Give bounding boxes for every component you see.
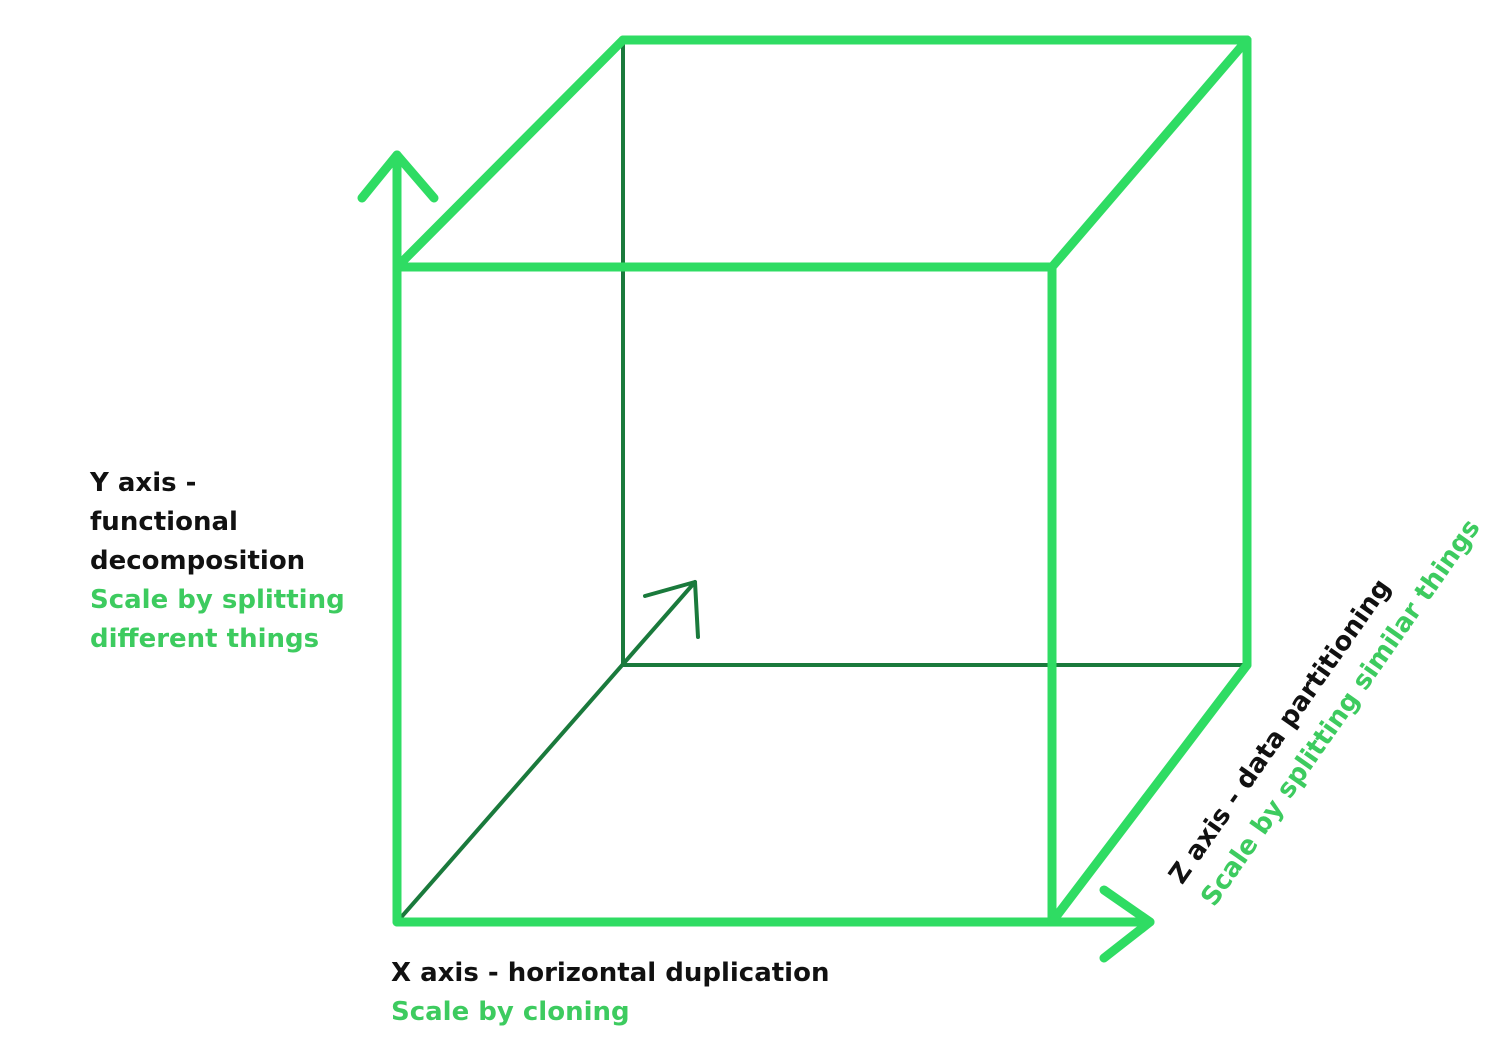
top-left-diagonal xyxy=(392,35,628,272)
z-axis-arrow-head xyxy=(643,580,700,639)
y-axis-title-line-2: functional xyxy=(90,507,238,537)
y-axis-arrow-head xyxy=(357,150,439,203)
x-axis-label: X axis - horizontal duplication Scale by… xyxy=(391,954,829,1032)
y-axis-title-line-3: decomposition xyxy=(90,546,306,576)
y-axis-title-line-1: Y axis - xyxy=(90,468,197,498)
x-axis-subtitle: Scale by cloning xyxy=(391,997,630,1027)
top-right-diagonal xyxy=(1047,35,1252,272)
y-axis-label: Y axis - functional decomposition Scale … xyxy=(90,464,345,659)
x-axis-title: X axis - horizontal duplication xyxy=(391,958,830,988)
y-axis-subtitle-line-1: Scale by splitting xyxy=(90,585,345,615)
bottom-right-diagonal xyxy=(1047,660,1252,927)
z-axis-diagonal xyxy=(395,580,697,924)
x-axis-arrow-head xyxy=(1099,885,1155,963)
y-axis-subtitle-line-2: different things xyxy=(90,624,320,654)
